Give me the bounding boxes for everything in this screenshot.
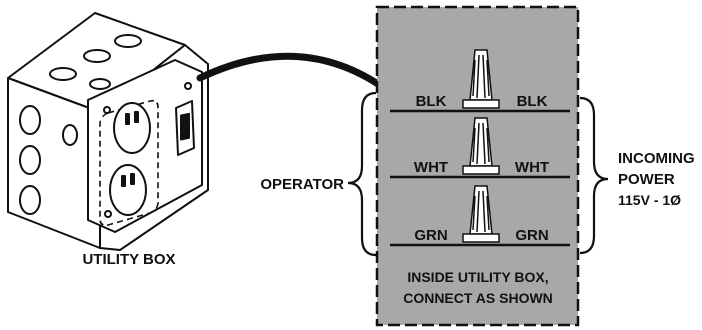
incoming-brace	[579, 96, 609, 255]
note-line-1: INSIDE UTILITY BOX,	[407, 269, 548, 285]
wire-label-left: WHT	[414, 159, 448, 176]
operator-brace	[347, 91, 377, 257]
wire-nut-icon	[462, 117, 500, 175]
incoming-line-3: 115V - 1Ø	[618, 192, 681, 208]
utility-box-label: UTILITY BOX	[82, 251, 175, 268]
wire-row-wht: WHT WHT	[390, 117, 570, 179]
incoming-line-1: INCOMING	[618, 150, 695, 167]
operator-label: OPERATOR	[260, 176, 344, 193]
wire-row-grn: GRN GRN	[390, 185, 570, 247]
wire-label-left: GRN	[414, 227, 447, 244]
incoming-line-2: POWER	[618, 171, 675, 188]
wire-label-right: GRN	[515, 227, 548, 244]
utility-box-illustration	[7, 12, 209, 251]
cable-line	[196, 52, 388, 92]
note-line-2: CONNECT AS SHOWN	[403, 290, 553, 306]
wire-label-right: WHT	[515, 159, 549, 176]
wire-row-blk: BLK BLK	[390, 49, 570, 113]
wire-nut-icon	[462, 185, 500, 243]
wire-label-right: BLK	[517, 93, 548, 110]
wire-label-left: BLK	[416, 93, 447, 110]
wire-nut-icon	[462, 49, 500, 109]
